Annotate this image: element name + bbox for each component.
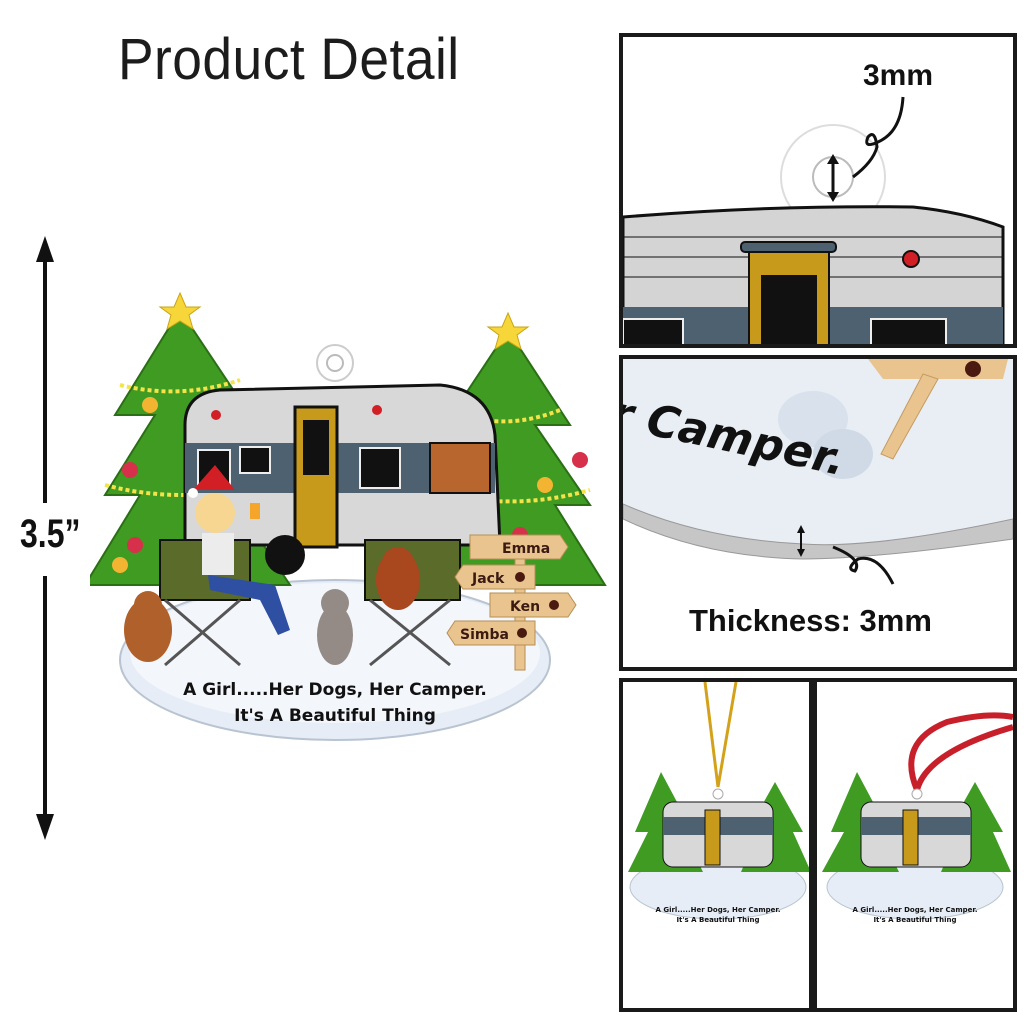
curved-pointer-arrow-icon: [852, 96, 905, 179]
svg-text:It's A Beautiful Thing: It's A Beautiful Thing: [873, 916, 956, 924]
thickness-detail-panel: r Camper. Thickness: 3mm: [619, 355, 1017, 671]
double-arrow-icon: [827, 154, 839, 202]
arrow-up-icon: [36, 236, 54, 262]
mini-ornament: A Girl.....Her Dogs, Her Camper. It's A …: [822, 772, 1011, 924]
dog-icon: [124, 591, 172, 662]
sign-ken: Ken: [489, 592, 577, 618]
paw-icon: [965, 361, 981, 377]
arrow-down-icon: [36, 814, 54, 840]
name-signpost: Emma Jack Ken Simba: [446, 534, 577, 671]
hole-size-label: 3mm: [863, 59, 934, 92]
camper-trailer-icon: [183, 383, 502, 575]
sign-simba: Simba: [446, 620, 536, 646]
ornament-caption-line2: It's A Beautiful Thing: [234, 706, 436, 726]
mini-ornament: A Girl.....Her Dogs, Her Camper. It's A …: [628, 772, 809, 924]
svg-text:It's A Beautiful Thing: It's A Beautiful Thing: [676, 916, 759, 924]
svg-text:Simba: Simba: [460, 627, 509, 643]
variant-red-ribbon-panel: A Girl.....Her Dogs, Her Camper. It's A …: [813, 678, 1017, 1012]
svg-text:Jack: Jack: [471, 571, 505, 587]
height-label: 3.5”: [20, 512, 81, 556]
sign-emma: Emma: [469, 534, 569, 560]
thickness-label: Thickness: 3mm: [689, 603, 932, 638]
hole-size-detail-panel: 3mm: [619, 33, 1017, 348]
star-icon: [158, 291, 202, 331]
svg-text:A Girl.....Her Dogs, Her Campe: A Girl.....Her Dogs, Her Camper.: [655, 906, 780, 914]
sign-jack: Jack: [454, 564, 536, 590]
double-arrow-icon: [797, 525, 805, 557]
ornament-illustration: Emma Jack Ken Simba A Girl.....Her Dogs,…: [83, 285, 610, 745]
curved-pointer-arrow-icon: [832, 545, 895, 585]
dimension-line-top: [43, 258, 47, 503]
ornament-caption-line1: A Girl.....Her Dogs, Her Camper.: [183, 680, 487, 700]
svg-text:Emma: Emma: [502, 541, 550, 557]
star-icon: [486, 311, 530, 351]
gold-string-icon: [703, 682, 738, 788]
paw-icon: [515, 572, 525, 582]
variant-gold-string-panel: A Girl.....Her Dogs, Her Camper. It's A …: [619, 678, 813, 1012]
svg-text:Ken: Ken: [510, 599, 540, 615]
svg-text:A Girl.....Her Dogs, Her Campe: A Girl.....Her Dogs, Her Camper.: [852, 906, 977, 914]
paw-icon: [549, 600, 559, 610]
paw-icon: [517, 628, 527, 638]
red-ribbon-icon: [908, 712, 1013, 792]
girl-in-chair-icon: [188, 465, 290, 635]
page-title: Product Detail: [118, 27, 460, 92]
hanging-hole-icon: [316, 344, 354, 382]
dog-icon: [376, 547, 420, 610]
dog-icon: [317, 589, 353, 665]
dimension-line-bottom: [43, 576, 47, 816]
